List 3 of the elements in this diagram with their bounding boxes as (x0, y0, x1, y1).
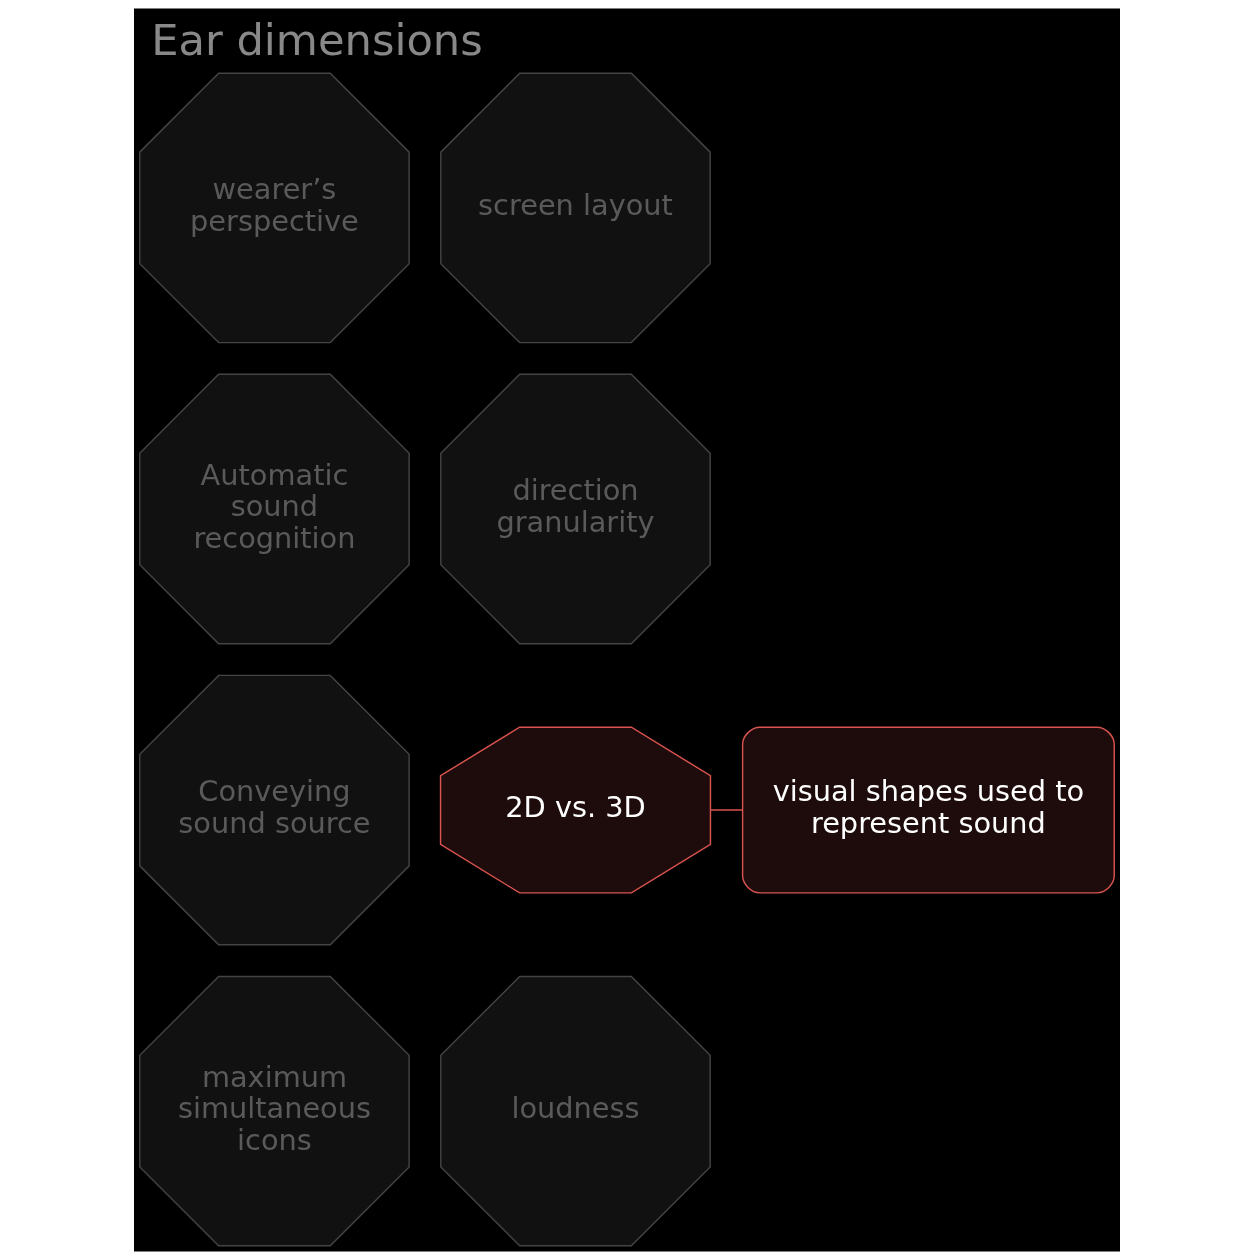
diagram-title: Ear dimensions (151, 14, 483, 65)
node-box: visual shapes used to represent sound (741, 726, 1115, 894)
connector (709, 809, 744, 811)
